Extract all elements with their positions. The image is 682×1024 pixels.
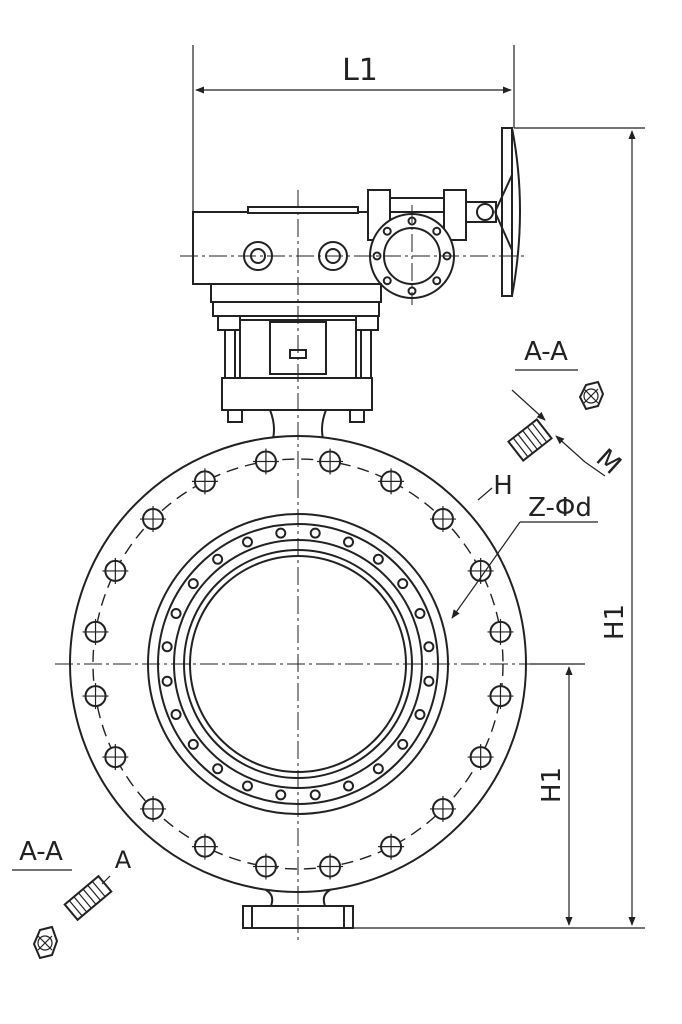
label-h1-half: H1 [537,767,567,803]
inner-bolt-hole [309,527,321,539]
inner-bolt-hole [414,709,426,721]
inner-bolt-hole [397,578,409,590]
inner-bolt-holes [161,527,435,801]
inner-bolt-hole [414,607,426,619]
inner-bolt-hole [275,527,287,539]
outer-bolt-hole [317,853,344,880]
inner-bolt-hole [212,763,224,775]
gearbox [192,127,521,317]
label-h-group: H [477,471,513,501]
nut-icon-bottom [32,925,59,960]
nut-icon [578,380,605,411]
outer-bolt-hole [191,468,218,495]
outer-bolt-hole [102,557,129,584]
outer-bolt-hole [487,683,514,710]
inner-bolt-hole [423,675,435,687]
inner-bolt-hole [343,536,355,548]
outer-bolt-hole [191,833,218,860]
dimension-h1-half: H1 [530,663,585,926]
inner-bolt-hole [170,607,182,619]
label-l1: L1 [342,53,378,88]
inner-bolt-hole [343,780,355,792]
bolt-thread-icon [63,874,113,922]
label-z-phi-d-group: Z-Φd [451,493,598,619]
inner-bolt-hole [212,553,224,565]
outer-bolt-hole [429,795,456,822]
label-h1-full: H1 [600,604,630,640]
outer-bolt-hole [487,618,514,645]
outer-bolt-hole [467,557,494,584]
inner-bolt-hole [170,709,182,721]
center-lines [55,190,585,940]
inner-bolt-hole [397,738,409,750]
outer-bolt-hole [82,683,109,710]
outer-bolt-hole [252,853,279,880]
outer-bolt-hole [140,506,167,533]
label-m: M [590,443,627,480]
outer-bolt-hole [378,833,405,860]
label-section-bottom: A-A [19,837,63,867]
label-a: A [115,846,132,874]
detail-section-top: A-A M [507,337,627,481]
gearbox-bolt-hole [382,276,392,286]
outer-bolt-hole [252,448,279,475]
inner-bolt-hole [187,738,199,750]
gearbox-bolt-hole [382,226,392,236]
outer-bolt-holes [82,448,514,880]
dimension-h1-full: H1 [350,127,645,929]
outer-bolt-hole [82,618,109,645]
outer-bolt-hole [317,448,344,475]
label-section-top: A-A [524,337,568,367]
outer-bolt-hole [378,468,405,495]
inner-bolt-hole [187,578,199,590]
inner-bolt-hole [372,553,384,565]
label-z-phi-d: Z-Φd [528,493,592,523]
gearbox-flange-bolts [372,216,452,296]
gearbox-bolt-hole [432,276,442,286]
inner-bolt-hole [372,763,384,775]
inner-bolt-hole [241,536,253,548]
inner-bolt-hole [275,789,287,801]
outer-bolt-hole [429,506,456,533]
stud-bolt-icon [507,418,553,462]
inner-bolt-hole [241,780,253,792]
label-h: H [493,471,513,501]
inner-bolt-hole [161,675,173,687]
gearbox-bolt-hole [432,226,442,236]
outer-bolt-hole [467,744,494,771]
dimension-l1: L1 [192,45,515,212]
inner-bolt-hole [309,789,321,801]
outer-bolt-hole [102,744,129,771]
inner-bolt-hole [423,641,435,653]
detail-section-bottom: A-A A [12,837,132,960]
inner-bolt-hole [161,641,173,653]
outer-bolt-hole [140,795,167,822]
